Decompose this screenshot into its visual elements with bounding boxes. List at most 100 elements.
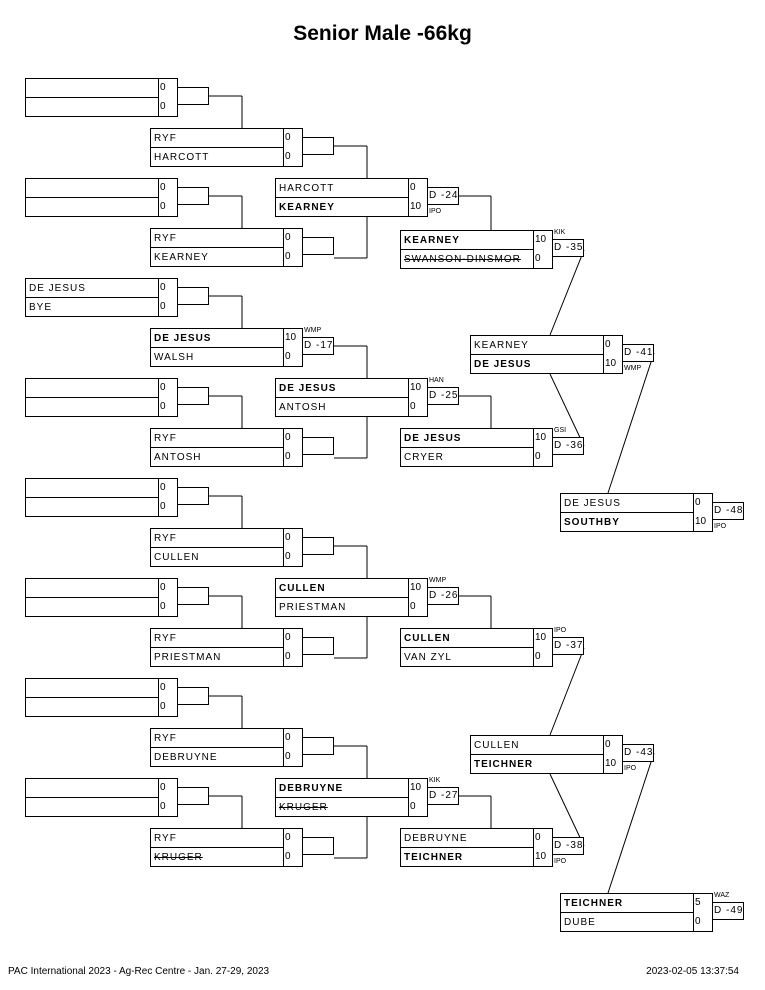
score-divider xyxy=(408,579,409,616)
top-competitor-score: 0 xyxy=(285,532,291,543)
match-number-label: D -49 xyxy=(714,905,744,916)
bottom-competitor-score: 0 xyxy=(535,451,541,462)
match-number-label: D -26 xyxy=(429,590,459,601)
match-result-tab xyxy=(302,437,334,455)
score-divider xyxy=(408,179,409,216)
top-competitor-score: 0 xyxy=(605,739,611,750)
top-competitor-score: 0 xyxy=(160,282,166,293)
top-competitor-name: RYF xyxy=(154,633,177,644)
score-divider xyxy=(283,129,284,166)
top-competitor-name: DE JESUS xyxy=(154,333,212,344)
match-result-tab xyxy=(177,487,209,505)
match-result-tab xyxy=(177,87,209,105)
match-result-tab: D -35 xyxy=(552,239,584,257)
row-divider xyxy=(151,147,283,148)
top-competitor-score: 0 xyxy=(160,782,166,793)
win-method-label: WMP xyxy=(429,577,447,584)
bottom-competitor-score: 0 xyxy=(160,201,166,212)
top-competitor-score: 0 xyxy=(535,832,541,843)
match-result-tab xyxy=(302,137,334,155)
bottom-competitor-score: 10 xyxy=(695,516,707,527)
top-competitor-score: 10 xyxy=(410,782,422,793)
win-method-label: KIK xyxy=(429,777,441,784)
top-competitor-name: DE JESUS xyxy=(279,383,337,394)
bottom-competitor-score: 0 xyxy=(410,601,416,612)
score-divider xyxy=(533,231,534,268)
match-result-tab xyxy=(302,837,334,855)
bottom-competitor-score: 0 xyxy=(160,401,166,412)
bottom-competitor-score: 10 xyxy=(605,358,617,369)
win-method-label: KIK xyxy=(554,229,566,236)
connector-line xyxy=(607,752,655,894)
row-divider xyxy=(151,247,283,248)
score-divider xyxy=(158,479,159,516)
match-number-label: D -36 xyxy=(554,440,584,451)
row-divider xyxy=(26,797,158,798)
score-divider xyxy=(158,779,159,816)
match-result-tab: D -38 xyxy=(552,837,584,855)
bottom-competitor-name: DE JESUS xyxy=(474,359,532,370)
row-divider xyxy=(471,754,603,755)
top-competitor-name: CULLEN xyxy=(279,583,326,594)
bottom-competitor-score: 0 xyxy=(535,651,541,662)
row-divider xyxy=(401,847,533,848)
top-competitor-name: RYF xyxy=(154,233,177,244)
top-competitor-score: 0 xyxy=(410,182,416,193)
bottom-competitor-score: 0 xyxy=(695,916,701,927)
score-divider xyxy=(158,579,159,616)
top-competitor-name: RYF xyxy=(154,833,177,844)
top-competitor-name: RYF xyxy=(154,433,177,444)
match-result-tab: D -24 xyxy=(427,187,459,205)
bottom-competitor-name: VAN ZYL xyxy=(404,652,452,663)
bottom-competitor-name: HARCOTT xyxy=(154,152,210,163)
top-competitor-score: 10 xyxy=(535,432,547,443)
top-competitor-score: 0 xyxy=(285,632,291,643)
bottom-competitor-score: 0 xyxy=(160,701,166,712)
match-result-tab: D -26 xyxy=(427,587,459,605)
top-competitor-name: DE JESUS xyxy=(29,283,86,294)
bottom-competitor-score: 10 xyxy=(605,758,617,769)
top-competitor-score: 0 xyxy=(285,732,291,743)
bottom-competitor-score: 0 xyxy=(285,251,291,262)
match-result-tab xyxy=(302,237,334,255)
row-divider xyxy=(26,397,158,398)
connector-line xyxy=(549,773,585,847)
bottom-competitor-score: 0 xyxy=(285,351,291,362)
bottom-competitor-score: 0 xyxy=(410,801,416,812)
bottom-competitor-name: BYE xyxy=(29,302,53,313)
win-method-label: GSI xyxy=(554,427,567,434)
bottom-competitor-name: KRUGER xyxy=(279,802,328,813)
row-divider xyxy=(26,297,158,298)
match-result-tab: D -41 xyxy=(622,344,654,362)
match-result-tab xyxy=(177,587,209,605)
top-competitor-score: 10 xyxy=(285,332,297,343)
row-divider xyxy=(151,647,283,648)
match-number-label: D -38 xyxy=(554,840,584,851)
score-divider xyxy=(603,736,604,773)
event-footer: PAC International 2023 - Ag-Rec Centre -… xyxy=(8,966,270,977)
row-divider xyxy=(561,512,693,513)
bottom-competitor-score: 0 xyxy=(285,551,291,562)
win-method-label: IPO xyxy=(714,523,727,530)
match-result-tab xyxy=(177,387,209,405)
row-divider xyxy=(401,249,533,250)
bottom-competitor-name: DEBRUYNE xyxy=(154,752,218,763)
score-divider xyxy=(533,629,534,666)
